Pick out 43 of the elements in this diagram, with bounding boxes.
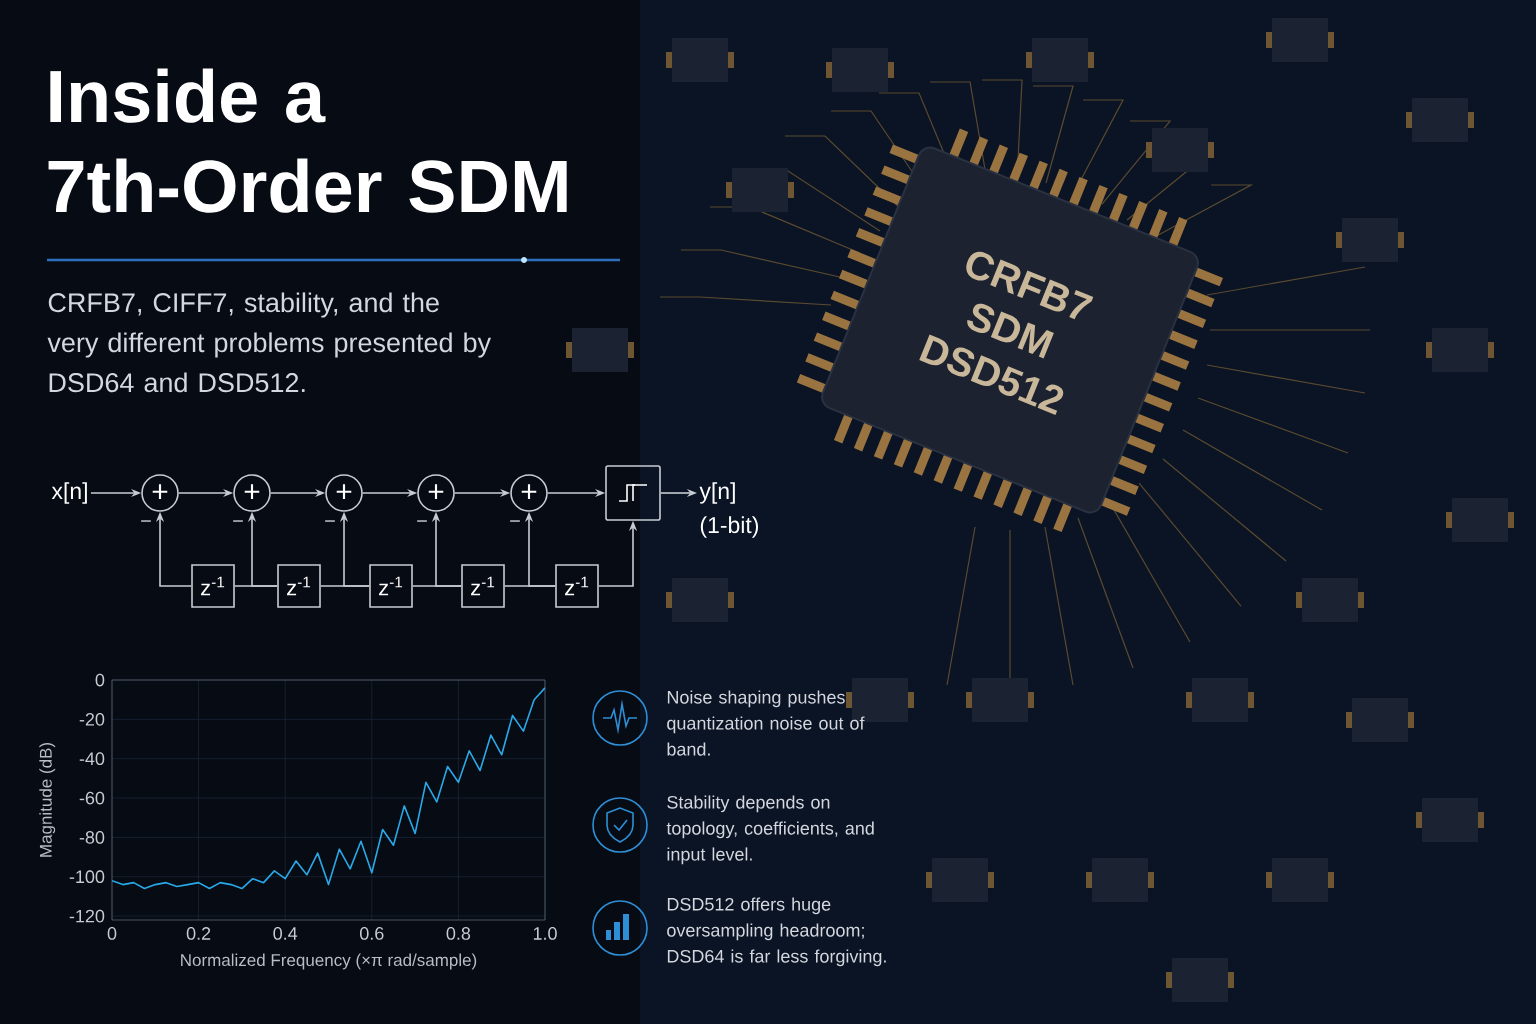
summing-junction: +	[417, 474, 455, 512]
y-tick-label: -80	[79, 831, 105, 844]
quantizer-box	[605, 465, 661, 521]
note-text: DSD512 offers huge oversampling headroom; DSD64 is far less forgiving.	[667, 897, 886, 967]
feedback-line	[504, 585, 556, 587]
feedback-line	[234, 585, 278, 587]
x-tick-label: 0.6	[359, 927, 384, 940]
x-tick-label: 0.2	[186, 927, 211, 940]
summing-junction: +	[325, 474, 363, 512]
minus-sign: −	[325, 520, 335, 522]
delay-box: z$^{-1}$	[191, 564, 235, 608]
input-label: x[n]	[51, 482, 87, 504]
feedback-line	[320, 585, 370, 587]
summing-junction: +	[233, 474, 271, 512]
y-tick-label: -100	[69, 870, 105, 884]
minus-sign: −	[233, 520, 243, 522]
x-tick-label: 0	[107, 927, 117, 940]
feedback-line	[412, 585, 462, 587]
summing-junction: +	[510, 474, 548, 512]
x-tick-label: 0.8	[446, 927, 471, 940]
y-tick-label: -60	[79, 791, 105, 805]
delay-box: z$^{-1}$	[555, 564, 599, 608]
summing-junction: +	[141, 474, 179, 512]
y-tick-label: -40	[79, 752, 105, 766]
line-series	[112, 687, 546, 890]
y-tick-label: -20	[79, 712, 105, 726]
x-axis-title: Normalized Frequency (×π rad/sample)	[181, 953, 477, 970]
delay-box: z$^{-1}$	[369, 564, 413, 608]
minus-sign: −	[417, 520, 427, 522]
output-label: y[n] (1-bit)	[699, 482, 759, 538]
y-tick-label: 0	[95, 673, 105, 687]
delay-box: z$^{-1}$	[461, 564, 505, 608]
minus-sign: −	[141, 520, 151, 522]
x-tick-label: 1.0	[533, 927, 557, 940]
delay-box: z$^{-1}$	[277, 564, 321, 608]
note-text: Noise shaping pushes quantization noise out of band.	[667, 690, 865, 756]
y-tick-label: -120	[69, 909, 105, 923]
title: Inside a 7th-Order SDM	[48, 68, 567, 213]
note-text: Stability depends on topology, coefficients, and input level.	[666, 795, 874, 865]
y-axis-title: Magnitude (dB)	[39, 742, 56, 857]
x-tick-label: 0.4	[273, 927, 298, 940]
subtitle: CRFB7, CIFF7, stability, and the very different problems presented by DSD64 and DSD512.	[47, 292, 492, 393]
minus-sign: −	[510, 520, 520, 522]
